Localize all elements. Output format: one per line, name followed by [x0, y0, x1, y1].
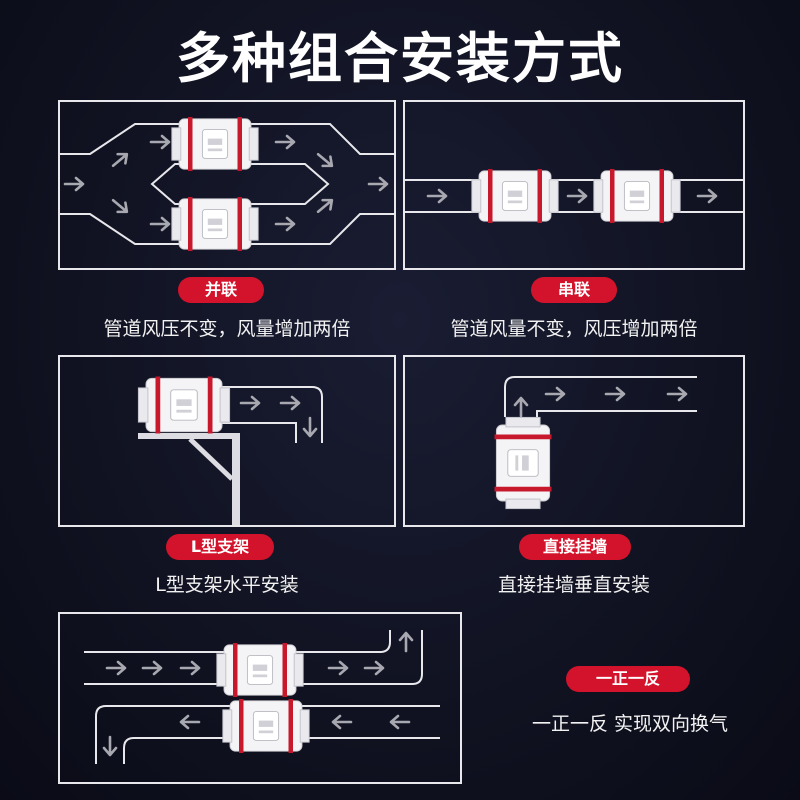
arrow-right-icon [544, 386, 688, 402]
fan-icon [171, 196, 259, 252]
wall-badge: 直接挂墙 [519, 534, 631, 560]
fan-icon [222, 698, 310, 754]
fan-icon [494, 416, 552, 510]
bidirectional-diagram [58, 612, 462, 784]
bracket-caption: L型支架水平安装 [155, 574, 299, 596]
page-title: 多种组合安装方式 [176, 27, 624, 90]
fan-icon [471, 168, 559, 224]
series-diagram [403, 100, 745, 270]
bidirectional-caption: 一正一反 实现双向换气 [531, 713, 729, 735]
series-caption: 管道风量不变，风压增加两倍 [450, 318, 698, 340]
arrow-down-icon [302, 416, 318, 438]
fan-icon [216, 642, 304, 698]
arrow-down-icon [102, 735, 118, 757]
arrow-right-icon [239, 395, 301, 411]
fan-icon [137, 376, 231, 434]
parallel-diagram [58, 100, 396, 270]
wall-diagram [403, 355, 745, 527]
bracket-diagram [58, 355, 396, 527]
arrow-up-icon [398, 631, 414, 653]
bracket-badge: L型支架 [166, 534, 274, 560]
fan-icon [593, 168, 681, 224]
parallel-badge: 并联 [178, 277, 264, 303]
bidirectional-badge: 一正一反 [566, 666, 690, 692]
arrow-up-icon [513, 396, 529, 418]
fan-icon [171, 116, 259, 172]
wall-caption: 直接挂墙垂直安装 [497, 574, 650, 596]
parallel-caption: 管道风压不变，风量增加两倍 [103, 318, 351, 340]
series-badge: 串联 [531, 277, 617, 303]
